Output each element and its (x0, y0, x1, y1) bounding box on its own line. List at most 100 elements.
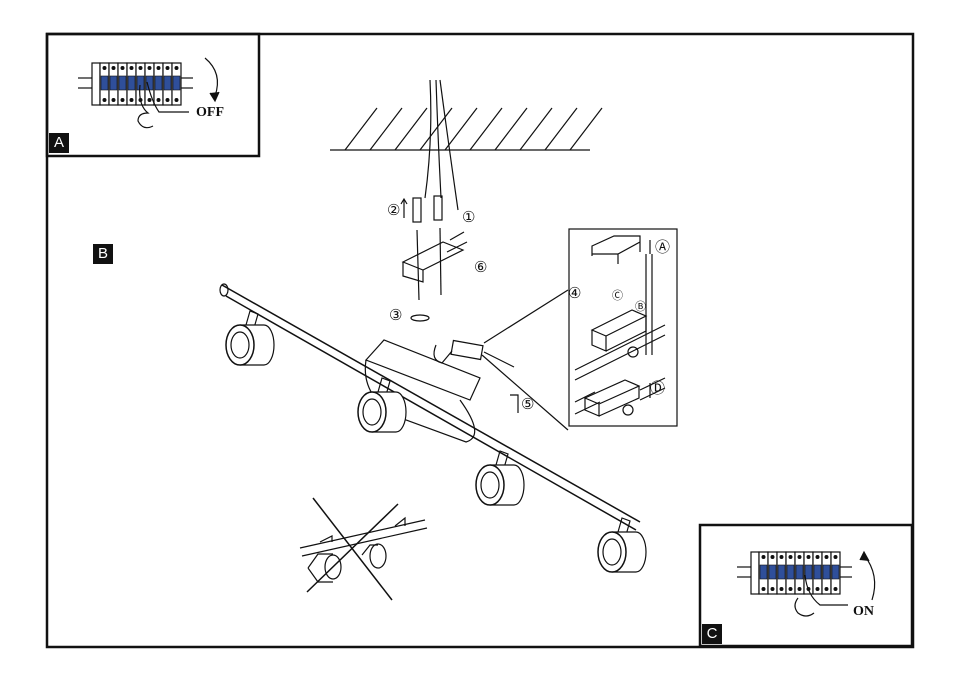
arrow-head (859, 550, 870, 562)
spotlight-lens (602, 538, 622, 566)
breaker-switch (118, 75, 127, 91)
spotlight (225, 310, 275, 366)
hand-icon (794, 574, 848, 617)
rotate-on-arrow (863, 554, 876, 601)
screw-one (446, 231, 468, 253)
terminal-screw (788, 586, 793, 591)
terminal-screw (761, 586, 766, 591)
spotlight-lens-rim (225, 324, 255, 366)
breaker-switch (109, 75, 118, 91)
breaker-panel-off (78, 62, 193, 106)
terminal-screw (761, 554, 766, 559)
track-bar (219, 283, 641, 531)
hatch-line (569, 107, 603, 151)
terminal-screw (111, 65, 116, 70)
terminal-screw (156, 65, 161, 70)
hatch-line (469, 107, 503, 151)
ceiling-hatch (330, 107, 603, 151)
spotlight-arm (377, 377, 391, 396)
panel-b-tag: B (93, 244, 113, 264)
step-3-label: ③ (389, 308, 403, 324)
step-1-label: ① (462, 210, 476, 226)
terminal-screw (779, 586, 784, 591)
panel-a-frame (45, 32, 261, 158)
spotlight (357, 377, 407, 433)
terminal-screw (770, 586, 775, 591)
breaker-switch (804, 564, 813, 580)
step-6-label: ⑥ (474, 260, 488, 276)
terminal-screw (147, 97, 152, 102)
hatch-line (419, 107, 453, 151)
terminal-screw (111, 97, 116, 102)
terminal-screw (833, 554, 838, 559)
breaker-switch (795, 564, 804, 580)
hatch-line (494, 107, 528, 151)
breaker-panel-on (737, 551, 852, 595)
breaker-switch (831, 564, 840, 580)
hatch-line (544, 107, 578, 151)
terminal-screw (174, 97, 179, 102)
breaker-switch (154, 75, 163, 91)
terminal-screw (165, 65, 170, 70)
terminal-screw (147, 65, 152, 70)
breaker-switch (786, 564, 795, 580)
terminal-screw (815, 586, 820, 591)
part-b-label: Ⓑ (635, 301, 646, 313)
supply-wires (424, 79, 459, 211)
hatch-line (344, 107, 378, 151)
main-frame (45, 32, 915, 649)
breaker-switch (813, 564, 822, 580)
terminal-screw (120, 65, 125, 70)
terminal-screw (824, 586, 829, 591)
terminal-screw (797, 554, 802, 559)
washer (410, 314, 430, 322)
part-d-label: Ⓓ (650, 381, 666, 397)
hatch-line (369, 107, 403, 151)
arrow-head (209, 91, 220, 103)
breaker-switch (163, 75, 172, 91)
rotate-off-arrow (204, 57, 218, 97)
cross-line (306, 503, 399, 593)
breaker-switch (759, 564, 768, 580)
terminal-screw (156, 97, 161, 102)
breaker-switch (777, 564, 786, 580)
part-five-marker (510, 394, 519, 413)
panel-a-tag: A (49, 133, 69, 153)
breaker-switch (127, 75, 136, 91)
spotlight-lens (362, 398, 382, 426)
mounting-bracket (401, 227, 465, 301)
spotlight (597, 517, 647, 573)
step-4-label: ④ (568, 286, 582, 302)
terminal-screw (165, 97, 170, 102)
spotlight (475, 450, 525, 506)
terminal-screw (788, 554, 793, 559)
terminal-screw (174, 65, 179, 70)
breaker-switch (822, 564, 831, 580)
panel-c-frame (698, 523, 914, 648)
incorrect-orientation-example (299, 497, 428, 601)
terminal-screw (138, 65, 143, 70)
spotlight-arm (617, 517, 631, 536)
terminal-screw (779, 554, 784, 559)
canopy (364, 339, 481, 443)
breaker-switch (172, 75, 181, 91)
part-c-label: Ⓒ (612, 290, 623, 302)
hatch-line (444, 107, 478, 151)
step-5-label: ⑤ (521, 397, 535, 413)
hand-icon (137, 81, 189, 129)
panel-c-tag: C (702, 624, 722, 644)
terminal-screw (770, 554, 775, 559)
terminal-screw (824, 554, 829, 559)
terminal-screw (129, 65, 134, 70)
spotlight-lens-rim (357, 391, 387, 433)
breaker-housing (91, 62, 101, 106)
breaker-housing (750, 551, 760, 595)
terminal-screw (806, 554, 811, 559)
terminal-screw (102, 65, 107, 70)
spotlight-lens-rim (475, 464, 505, 506)
on-label: ON (853, 604, 874, 619)
terminal-block (433, 289, 569, 431)
wall-plugs (400, 195, 443, 223)
hatch-line (394, 107, 428, 151)
